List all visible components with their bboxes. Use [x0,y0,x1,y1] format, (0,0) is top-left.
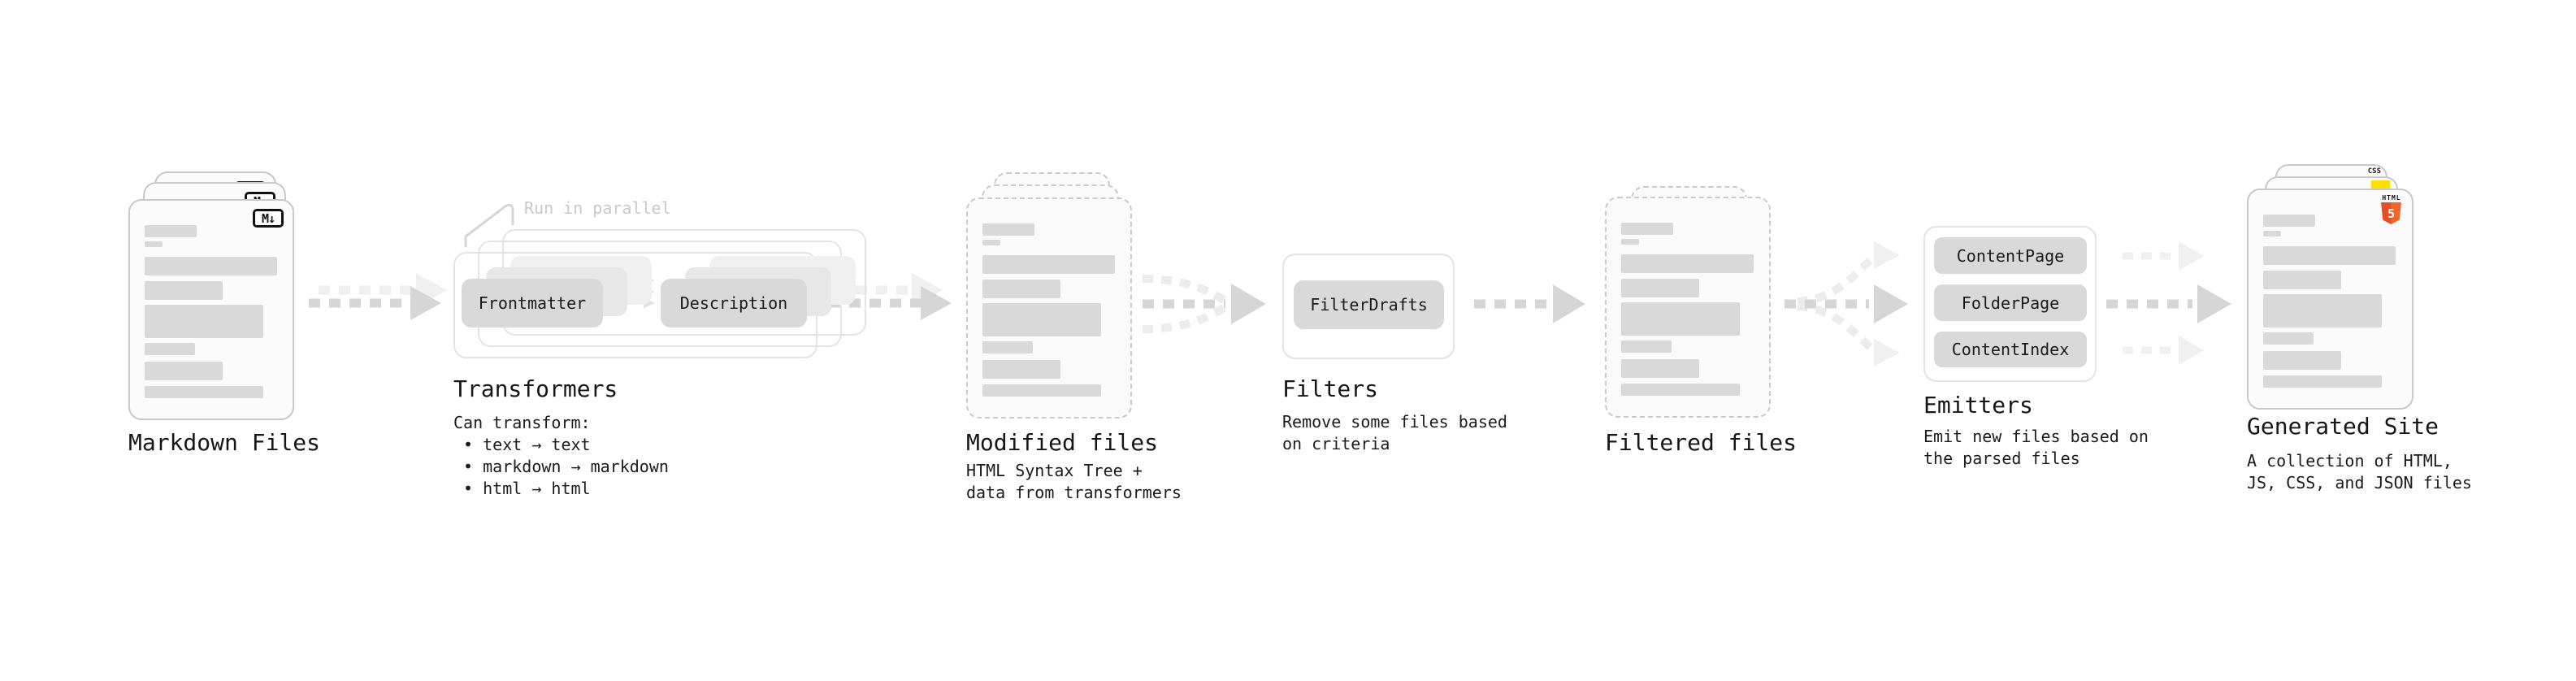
emitters-label: Emitters [1923,392,2033,419]
doc-text-bar [982,255,1115,274]
markdown-file-front: M↓ [128,199,294,420]
doc-text-bar [145,343,195,355]
doc-text-bar [2263,351,2341,370]
doc-text-bar [145,241,163,247]
doc-text-bar [1621,302,1740,336]
doc-text-bar [982,360,1060,379]
filters-description: Remove some files based on criteria [1282,412,1507,453]
generated-site-description: A collection of HTML, JS, CSS, and JSON … [2247,451,2472,492]
frontmatter-box: Frontmatter [462,279,603,327]
html5-icon-word: HTML [2382,194,2401,202]
arrow-markdown-to-transformers [309,273,447,320]
js-icon [2371,180,2390,190]
doc-text-bars [968,199,1130,417]
doc-text-bar [982,223,1034,236]
description-box: Description [661,279,807,327]
arrow-filtered-to-emitters-fanout [1785,241,1908,367]
filtered-file-front [1605,197,1771,418]
markdown-icon: M↓ [253,209,284,228]
doc-text-bar [145,257,277,275]
emitters-card [1923,226,2097,382]
doc-text-bar [2263,294,2382,327]
doc-text-bar [2263,215,2315,227]
doc-text-bar [982,384,1101,397]
modified-files-description: HTML Syntax Tree + data from transformer… [966,461,1182,502]
doc-text-bar [145,386,263,398]
transformers-description: Can transform: • text → text • markdown … [453,413,669,498]
generated-file-html: HTML 5 [2247,189,2413,410]
contentpage-box: ContentPage [1934,237,2087,274]
doc-text-bar [2263,375,2382,388]
filtered-files-label: Filtered files [1605,429,1798,456]
doc-text-bar [1621,384,1740,396]
doc-text-bar [982,341,1033,354]
doc-text-bars [130,201,293,419]
filters-card [1282,254,1455,359]
arrow-transformers-to-modified [829,273,952,320]
doc-text-bar [145,225,197,237]
doc-text-bar [982,280,1060,298]
doc-text-bar [2263,332,2314,345]
doc-text-bar [1621,254,1754,273]
doc-text-bar [145,362,223,380]
doc-text-bar [2263,271,2341,289]
arrows-emitters-to-generated [2106,241,2231,365]
doc-text-bar [1621,279,1699,297]
modified-file-front [966,197,1132,419]
contentindex-box: ContentIndex [1934,332,2087,367]
doc-text-bar [2263,231,2281,236]
transformers-label: Transformers [453,375,618,402]
run-in-parallel-note: Run in parallel [524,198,671,218]
modified-files-label: Modified files [966,429,1159,456]
doc-text-bar [145,305,263,338]
emitters-description: Emit new files based on the parsed files [1923,427,2149,468]
html5-icon: HTML 5 [2381,194,2402,224]
doc-text-bar [982,303,1101,336]
arrow-filters-to-filtered [1474,284,1585,323]
doc-text-bar [1621,359,1699,378]
run-in-parallel-leader-line [464,203,514,248]
doc-text-bar [1621,239,1639,245]
generated-site-label: Generated Site [2247,413,2439,440]
doc-text-bar [982,240,1000,245]
folderpage-box: FolderPage [1934,284,2087,321]
doc-text-bar [2263,246,2396,265]
doc-text-bar [145,281,223,300]
filters-label: Filters [1282,375,1379,402]
filterdrafts-box: FilterDrafts [1294,280,1444,329]
doc-text-bar [1621,223,1673,235]
arrow-modified-to-filters-merge [1142,275,1266,333]
doc-text-bars [1607,198,1769,416]
doc-text-bars [2249,190,2412,408]
markdown-files-label: Markdown Files [128,429,321,456]
doc-text-bar [1621,340,1672,353]
html5-icon-shield: 5 [2381,202,2401,224]
